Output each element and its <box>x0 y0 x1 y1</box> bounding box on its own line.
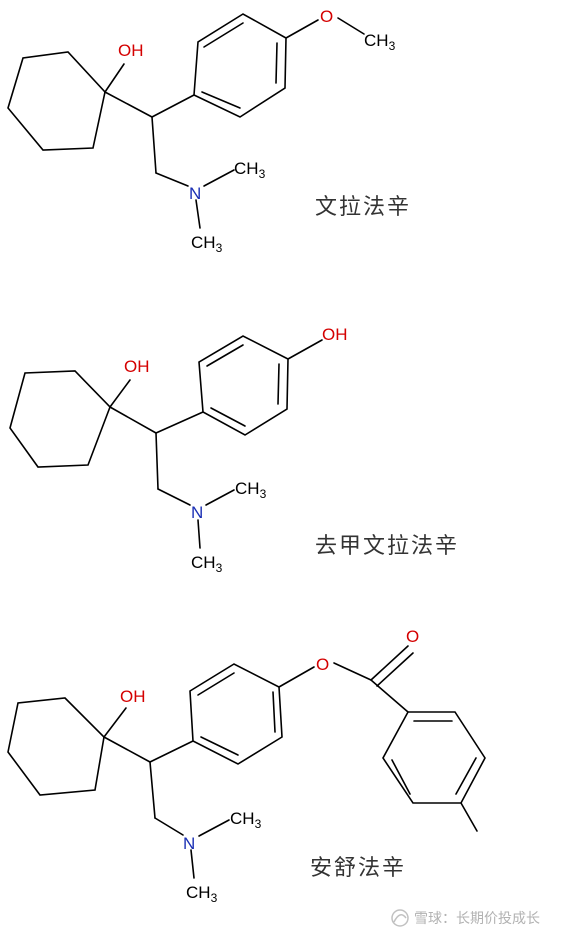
methyl-b-label: CH3 <box>191 553 223 575</box>
ch-to-ch2-bond <box>149 761 156 819</box>
cyclohexane-ring <box>9 370 111 468</box>
venlafaxine-structure: OH O CH3 N CH3 CH3 文拉法辛 <box>7 7 411 255</box>
methoxy-methyl-label: CH3 <box>364 31 396 53</box>
benzene-double-bond-3 <box>200 736 239 756</box>
benzene-double-bond-2 <box>275 42 278 84</box>
ch-to-ch2-bond <box>151 116 157 174</box>
phenol-oh-label: OH <box>322 325 348 344</box>
carbonyl-o-label: O <box>406 627 419 646</box>
methyl-a-label: CH3 <box>235 479 267 501</box>
ring-to-ch-bond <box>103 736 151 763</box>
amine-label: N <box>183 834 195 853</box>
n-to-methyl-a-bond <box>203 169 235 187</box>
benzene-ring <box>193 13 287 118</box>
cyclohexane-ring <box>7 697 105 796</box>
benzene-double-bond-2 <box>277 363 280 405</box>
benzene-double-bond-1 <box>203 22 244 48</box>
ch-to-ch2-bond <box>155 432 159 490</box>
benzene-ring <box>189 663 283 765</box>
toluene-ring <box>382 711 486 804</box>
ch2-to-n-bond <box>157 488 191 506</box>
carbonyl-double-bond-1 <box>370 645 409 681</box>
hydroxyl-bond <box>109 379 131 408</box>
ester-o-to-carbonyl-bond <box>333 662 372 681</box>
benzene-double-bond-1 <box>206 344 244 367</box>
methyl-b-label: CH3 <box>186 883 218 905</box>
benzene-double-bond-2 <box>272 691 276 733</box>
cyclohexane-ring <box>7 51 106 151</box>
ch-to-benzene-bond <box>151 94 195 118</box>
hydroxyl-label: OH <box>124 357 150 376</box>
ring-to-ch-bond <box>109 406 157 434</box>
n-to-methyl-b-bond <box>195 199 201 229</box>
methyl-a-label: CH3 <box>234 159 266 181</box>
benzene-double-bond-3 <box>201 91 241 109</box>
compound-name-label: 文拉法辛 <box>315 195 411 220</box>
amine-label: N <box>189 184 201 203</box>
ch2-to-n-bond <box>154 817 184 836</box>
ch2-to-n-bond <box>155 172 189 187</box>
hydroxyl-label: OH <box>120 687 146 706</box>
ansofaxine-structure: OH O O N CH3 CH3 安舒法辛 <box>7 627 486 905</box>
benzene-double-bond-3 <box>210 407 246 427</box>
methoxy-o-label: O <box>320 7 333 26</box>
carbonyl-to-ring-bond <box>370 679 409 713</box>
benzene-double-bond-1 <box>197 672 235 696</box>
snowball-logo-icon <box>391 909 409 927</box>
toluene-double-bond-3 <box>391 759 411 795</box>
ch-to-benzene-bond <box>149 740 194 763</box>
toluene-double-bond-2 <box>455 757 477 795</box>
benzene-ring <box>198 335 289 436</box>
benzene-to-o-bond <box>285 19 319 39</box>
hydroxyl-bond <box>103 707 127 738</box>
amine-label: N <box>191 503 203 522</box>
hydroxyl-bond <box>104 63 125 93</box>
methyl-b-label: CH3 <box>191 233 223 255</box>
toluene-methyl-bond <box>460 802 478 832</box>
carbonyl-double-bond-2 <box>376 652 414 687</box>
ester-o-label: O <box>316 655 329 674</box>
ring-to-ch-bond <box>104 91 153 118</box>
n-to-methyl-a-bond <box>198 819 230 837</box>
benzene-to-oh-bond <box>287 339 323 360</box>
n-to-methyl-b-bond <box>197 519 201 549</box>
watermark: 雪球：长期价投成长 <box>391 909 540 927</box>
watermark-text: 雪球：长期价投成长 <box>414 911 540 927</box>
methyl-a-label: CH3 <box>230 809 262 831</box>
hydroxyl-label: OH <box>118 41 144 60</box>
benzene-to-ester-o-bond <box>278 666 315 688</box>
compound-name-label: 去甲文拉法辛 <box>315 534 459 559</box>
n-to-methyl-a-bond <box>205 489 235 506</box>
desvenlafaxine-structure: OH OH N CH3 CH3 去甲文拉法辛 <box>9 325 459 575</box>
compound-name-label: 安舒法辛 <box>310 856 406 881</box>
ch-to-benzene-bond <box>155 411 204 434</box>
n-to-methyl-b-bond <box>190 849 195 879</box>
o-to-methyl-bond <box>337 17 365 35</box>
